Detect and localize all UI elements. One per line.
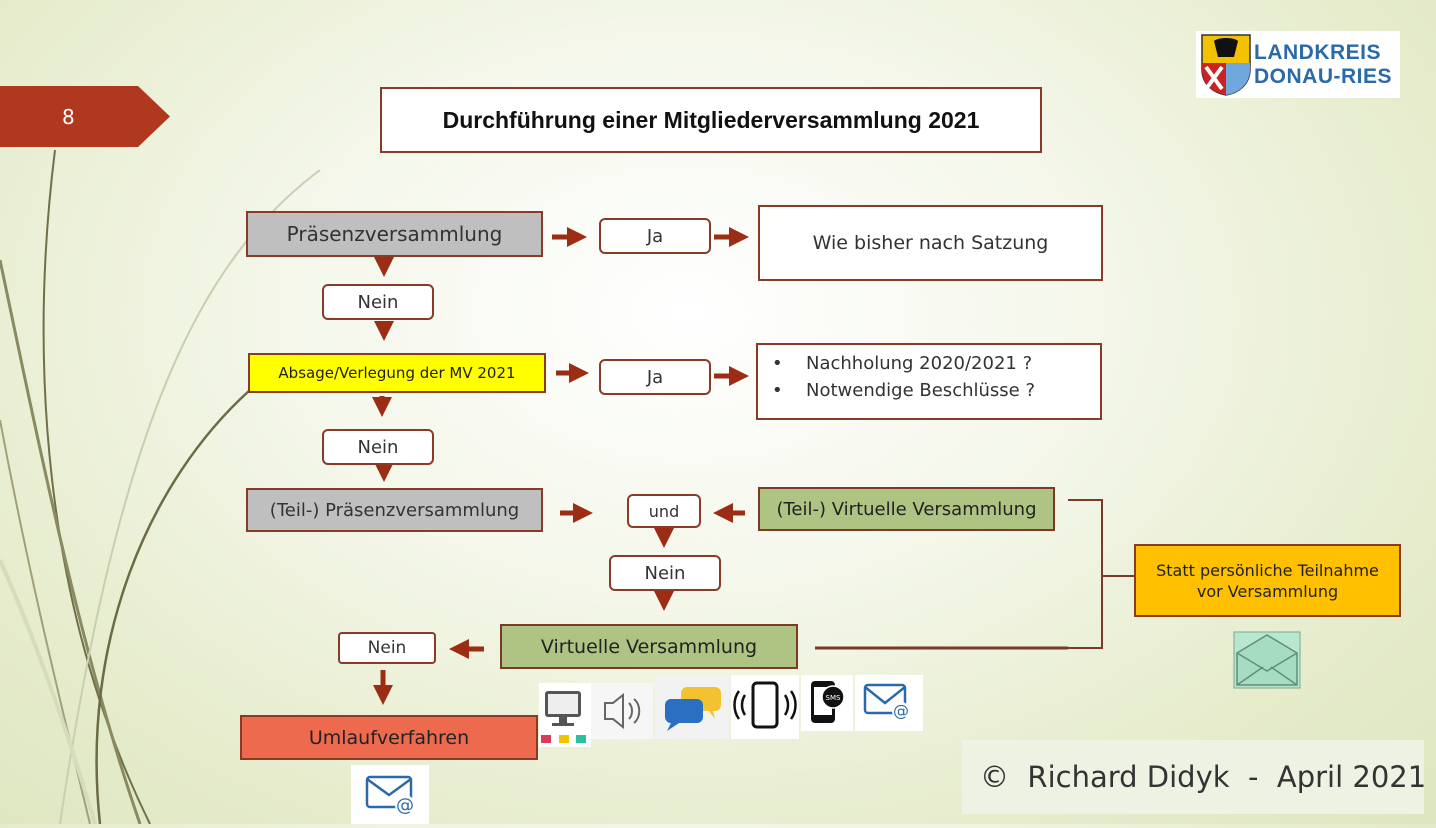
statt-teilnahme-box: Statt persönliche Teilnahme vor Versamml… (1134, 544, 1401, 617)
bullet-text-1: Nachholung 2020/2021 ? (806, 353, 1033, 374)
bullet-box: • Nachholung 2020/2021 ? • Notwendige Be… (756, 343, 1102, 420)
statt-teilnahme-label: Statt persönliche Teilnahme vor Versamml… (1156, 560, 1379, 601)
coat-of-arms-icon (1201, 34, 1251, 96)
copyright-text: © Richard Didyk - April 2021 (980, 760, 1427, 794)
wie-bisher-box: Wie bisher nach Satzung (758, 205, 1103, 281)
envelope-icon (1233, 631, 1301, 689)
bullet-item-2: • Notwendige Beschlüsse ? (772, 380, 1100, 407)
umlaufverfahren-label: Umlaufverfahren (308, 726, 470, 749)
teil-praesenz-label: (Teil-) Präsenzversammlung (269, 499, 520, 521)
absage-box: Absage/Verlegung der MV 2021 (248, 353, 546, 393)
absage-label: Absage/Verlegung der MV 2021 (278, 364, 516, 382)
chat-bubbles-icon (655, 675, 729, 739)
logo-line-2: DONAU-RIES (1254, 65, 1393, 88)
umlaufverfahren-box: Umlaufverfahren (240, 715, 538, 760)
ja-pill-1: Ja (599, 218, 711, 254)
logo: LANDKREIS DONAU-RIES (1196, 31, 1400, 98)
nein-label-4: Nein (367, 638, 407, 658)
bullet-text-2: Notwendige Beschlüsse ? (806, 380, 1036, 401)
praesenzversammlung-label: Präsenzversammlung (286, 222, 503, 246)
page-title: Durchführung einer Mitgliederversammlung… (442, 106, 980, 133)
nein-label-3: Nein (644, 562, 686, 584)
nein-pill-2: Nein (322, 429, 434, 465)
und-pill: und (627, 494, 701, 528)
speaker-icon (591, 683, 653, 739)
smartphone-vibrate-icon (731, 675, 799, 739)
bullet-dot: • (772, 380, 783, 401)
nein-label-1: Nein (357, 291, 399, 313)
und-label: und (648, 501, 680, 521)
svg-text:@: @ (396, 795, 414, 816)
praesenzversammlung-box: Präsenzversammlung (246, 211, 543, 257)
bullet-item-1: • Nachholung 2020/2021 ? (772, 353, 1100, 380)
page-title-box: Durchführung einer Mitgliederversammlung… (380, 87, 1042, 153)
monitor-icon (539, 683, 591, 747)
wie-bisher-label: Wie bisher nach Satzung (812, 232, 1049, 254)
copyright-box: © Richard Didyk - April 2021 (962, 740, 1427, 814)
virtuell-label: Virtuelle Versammlung (540, 635, 758, 658)
svg-text:SMS: SMS (826, 694, 841, 702)
teil-virtuell-label: (Teil-) Virtuelle Versammlung (776, 498, 1037, 520)
slide-number-badge: 8 (0, 86, 170, 147)
teil-virtuell-box: (Teil-) Virtuelle Versammlung (758, 487, 1055, 531)
ja-pill-2: Ja (599, 359, 711, 395)
nein-pill-1: Nein (322, 284, 434, 320)
sms-phone-icon: SMS (801, 675, 853, 731)
ja-label-2: Ja (646, 366, 664, 388)
svg-text:@: @ (893, 701, 909, 720)
slide-number: 8 (62, 104, 75, 129)
virtuell-box: Virtuelle Versammlung (500, 624, 798, 669)
nein-label-2: Nein (357, 436, 399, 458)
bullet-dot: • (772, 353, 783, 374)
teil-praesenz-box: (Teil-) Präsenzversammlung (246, 488, 543, 532)
email-at-icon: @ (855, 675, 923, 731)
logo-line-1: LANDKREIS (1254, 41, 1382, 64)
ja-label-1: Ja (646, 225, 664, 247)
nein-pill-4: Nein (338, 632, 436, 664)
email-at-icon: @ (351, 765, 429, 824)
nein-pill-3: Nein (609, 555, 721, 591)
